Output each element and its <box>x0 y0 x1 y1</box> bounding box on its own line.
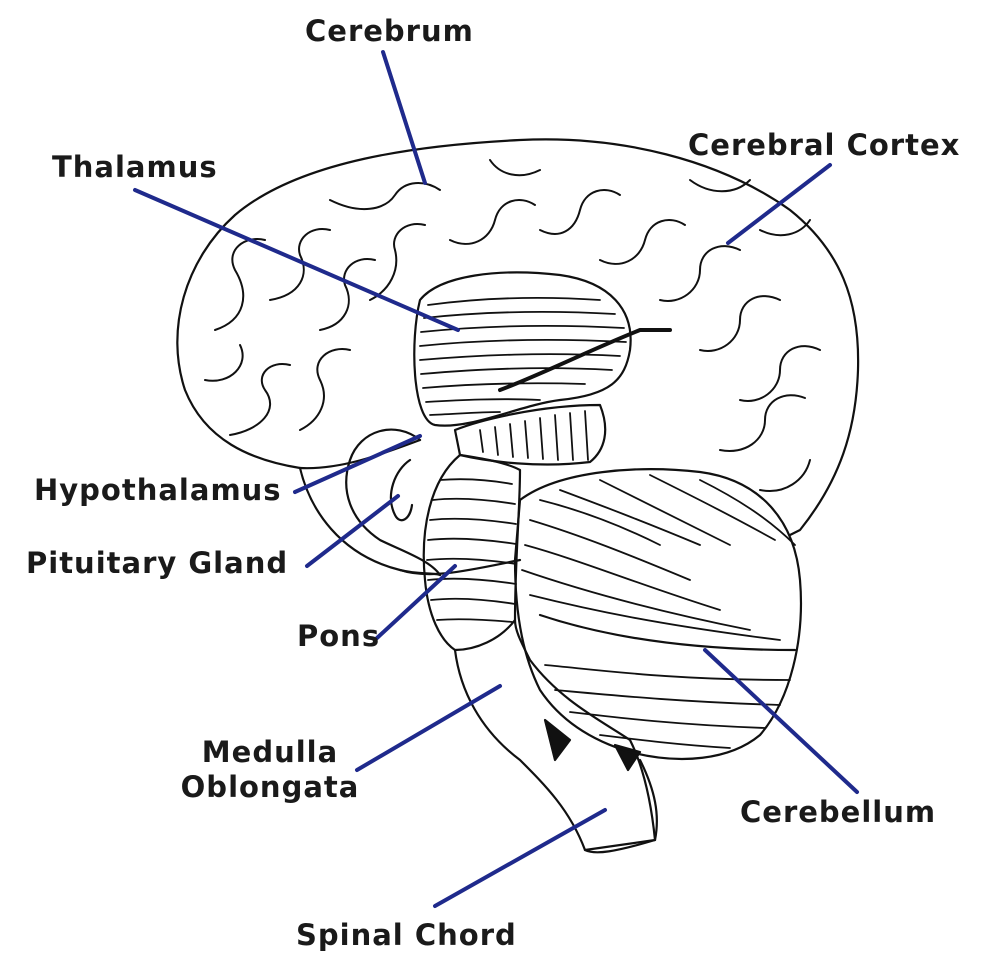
label-hypothalamus: Hypothalamus <box>34 473 282 507</box>
label-spinal-chord: Spinal Chord <box>296 918 517 952</box>
cerebral-cortex-leader <box>728 165 830 243</box>
medulla-leader <box>357 686 500 770</box>
label-medulla-line1: Medulla <box>175 735 365 769</box>
spinal-chord-leader <box>435 810 605 906</box>
pituitary-leader <box>307 496 398 566</box>
label-thalamus: Thalamus <box>52 150 218 184</box>
label-cerebrum: Cerebrum <box>305 14 474 48</box>
cerebellum-leader <box>705 650 857 792</box>
cerebellum-shape <box>515 469 801 759</box>
pituitary-shape <box>391 460 412 520</box>
pons-hatching <box>427 479 516 622</box>
label-medulla-line2: Oblongata <box>175 770 365 804</box>
cerebellum-hatching <box>522 475 795 748</box>
spinal-cord-shape <box>585 760 657 852</box>
label-pons: Pons <box>297 619 380 653</box>
label-cerebral-cortex: Cerebral Cortex <box>688 128 960 162</box>
pons-leader <box>377 566 455 638</box>
cerebrum-leader <box>383 52 425 183</box>
thalamus-leader <box>135 190 458 330</box>
label-cerebellum: Cerebellum <box>740 795 936 829</box>
midbrain-shape <box>455 405 605 464</box>
thalamus-hatching <box>420 298 626 415</box>
label-pituitary-gland: Pituitary Gland <box>26 546 288 580</box>
